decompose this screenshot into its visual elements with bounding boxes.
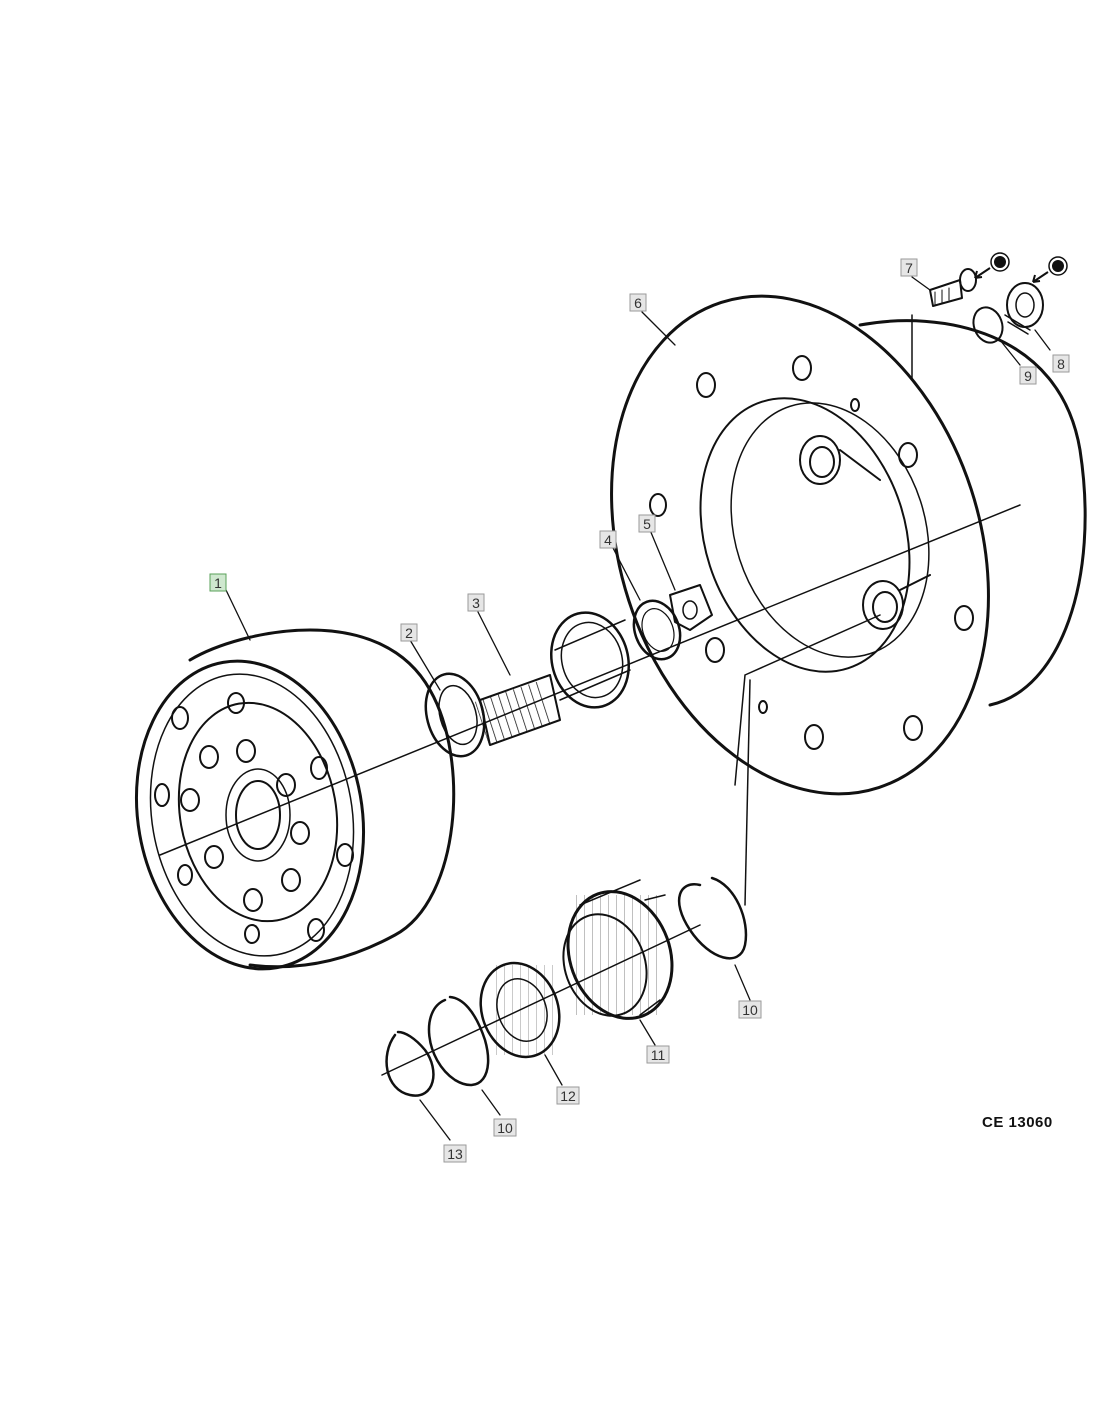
part-label-7[interactable]: 7 bbox=[900, 258, 918, 277]
part-label-5[interactable]: 5 bbox=[638, 514, 656, 533]
planet-gear[interactable] bbox=[550, 877, 690, 1033]
svg-text:2: 2 bbox=[405, 625, 413, 641]
svg-text:9: 9 bbox=[1024, 368, 1032, 384]
svg-text:4: 4 bbox=[604, 532, 612, 548]
svg-text:7: 7 bbox=[905, 260, 913, 276]
leader-lines bbox=[225, 276, 1051, 1141]
snap-ring-left[interactable] bbox=[427, 995, 490, 1087]
svg-text:8: 8 bbox=[1057, 356, 1065, 372]
svg-text:6: 6 bbox=[634, 295, 642, 311]
svg-text:12: 12 bbox=[560, 1088, 576, 1104]
circlip[interactable] bbox=[626, 594, 688, 665]
svg-text:1: 1 bbox=[214, 575, 222, 591]
bolt[interactable] bbox=[929, 268, 977, 307]
splined-shaft[interactable] bbox=[474, 604, 639, 746]
part-label-8[interactable]: 8 bbox=[1052, 354, 1070, 373]
part-label-10-right[interactable]: 10 bbox=[738, 1000, 762, 1019]
svg-text:11: 11 bbox=[651, 1047, 666, 1063]
part-label-3[interactable]: 3 bbox=[467, 593, 485, 612]
part-label-10-left[interactable]: 10 bbox=[493, 1118, 517, 1137]
part-label-11[interactable]: 11 bbox=[646, 1045, 670, 1064]
needle-bearing[interactable] bbox=[468, 952, 572, 1068]
svg-text:10: 10 bbox=[742, 1002, 758, 1018]
svg-text:5: 5 bbox=[643, 516, 651, 532]
wheel-hub[interactable] bbox=[550, 247, 1087, 843]
part-label-4[interactable]: 4 bbox=[599, 530, 617, 549]
lubricate-icon bbox=[1032, 256, 1068, 283]
hub-carrier[interactable] bbox=[113, 628, 456, 987]
part-label-9[interactable]: 9 bbox=[1019, 366, 1037, 385]
tab-washer[interactable] bbox=[669, 584, 713, 631]
svg-text:13: 13 bbox=[447, 1146, 463, 1162]
svg-text:3: 3 bbox=[472, 595, 480, 611]
part-label-13[interactable]: 13 bbox=[443, 1144, 467, 1163]
part-label-12[interactable]: 12 bbox=[556, 1086, 580, 1105]
snap-ring-right[interactable] bbox=[678, 876, 748, 960]
part-label-2[interactable]: 2 bbox=[400, 623, 418, 642]
svg-text:10: 10 bbox=[497, 1120, 513, 1136]
part-label-1[interactable]: 1 bbox=[209, 573, 227, 592]
assembly-axis-lines bbox=[159, 314, 1021, 1076]
retaining-ring[interactable] bbox=[385, 1030, 435, 1097]
diagram-reference-code: CE 13060 bbox=[982, 1114, 1053, 1131]
lubricate-icon bbox=[974, 252, 1010, 279]
seal-ring[interactable] bbox=[969, 303, 1008, 346]
part-label-6[interactable]: 6 bbox=[629, 293, 647, 312]
plug[interactable] bbox=[1004, 282, 1044, 335]
